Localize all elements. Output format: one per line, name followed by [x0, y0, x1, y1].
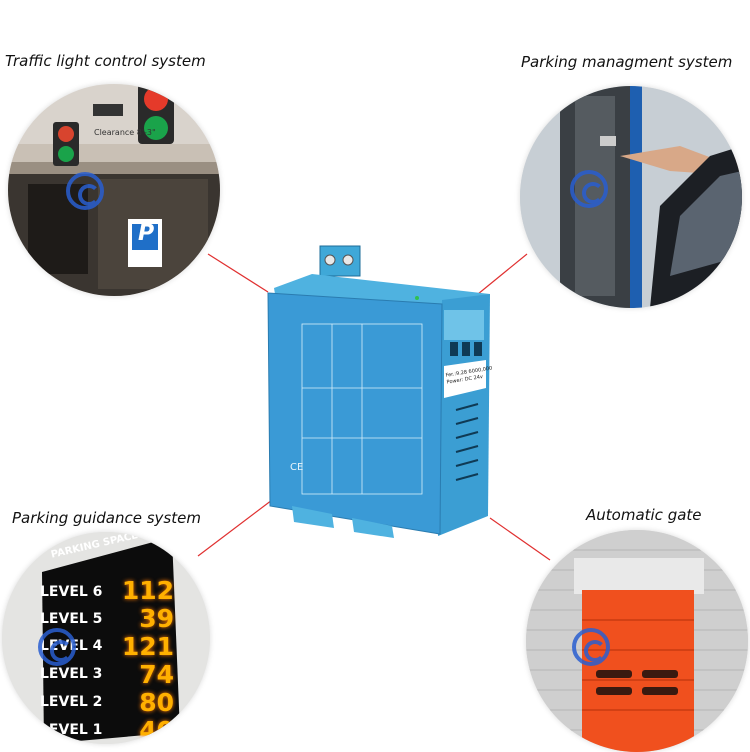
traffic-light-image: Clearance 8'-3" P — [8, 84, 220, 296]
level-label: LEVEL 1 — [40, 722, 103, 738]
line-gate — [489, 517, 551, 561]
spaces-count: 121 — [121, 632, 174, 661]
spaces-count: 74 — [139, 660, 174, 689]
label-gate: Automatic gate — [586, 506, 702, 524]
level-label: LEVEL 2 — [40, 694, 103, 710]
level-label: LEVEL 6 — [40, 584, 103, 600]
parking-management-image — [520, 86, 742, 308]
label-guidance: Parking guidance system — [12, 509, 201, 527]
level-label: LEVEL 3 — [40, 666, 103, 682]
level-label: LEVEL 5 — [40, 611, 103, 627]
label-traffic: Traffic light control system — [5, 52, 206, 70]
spaces-count: 112 — [121, 576, 174, 605]
parking-sign: P — [138, 221, 155, 246]
brand-logo-icon — [572, 628, 610, 666]
brand-logo-icon — [38, 628, 76, 666]
spaces-count: 80 — [139, 688, 174, 717]
ce-mark: CE — [290, 462, 303, 473]
spaces-count: 40 — [139, 716, 174, 744]
automatic-gate-image — [526, 530, 748, 752]
label-parking-mgmt: Parking managment system — [521, 53, 733, 71]
brand-logo-icon — [66, 172, 104, 210]
clearance-sign: Clearance 8'-3" — [94, 128, 156, 137]
line-guidance — [197, 496, 277, 557]
line-parking-mgmt — [477, 253, 528, 295]
loop-detector-device: CE Fer.:9.28 6000,000 Power: DC 24v — [262, 238, 502, 538]
spaces-count: 39 — [139, 604, 174, 633]
line-traffic — [207, 253, 269, 293]
brand-logo-icon — [570, 170, 608, 208]
parking-guidance-image: PARKING SPACES AVAILABLE LEVEL 6 112 LEV… — [2, 532, 210, 744]
